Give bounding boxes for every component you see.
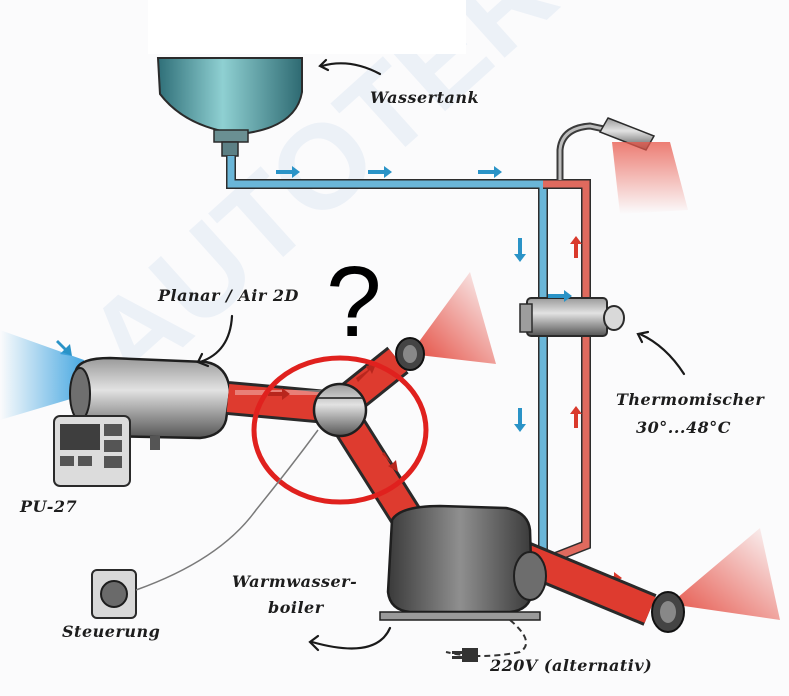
hot-air-outlet-bottom: [651, 528, 780, 633]
mixer-valve-icon: [519, 297, 625, 337]
shower-head-icon: [556, 117, 688, 214]
label-boiler-line2: boiler: [268, 598, 324, 617]
annotation-arrows: [196, 58, 686, 652]
label-water-tank: Wassertank: [370, 88, 480, 107]
power-cable: [445, 619, 528, 657]
label-mixer-line1: Thermomischer: [616, 390, 765, 409]
label-heater: Planar / Air 2D: [158, 286, 299, 305]
plug-icon: [452, 648, 478, 662]
label-controller: PU-27: [20, 497, 78, 516]
control-knob-icon: [91, 569, 137, 619]
question-mark: ?: [326, 246, 382, 358]
label-boiler-line1: Warmwasser-: [232, 572, 358, 591]
cold-air-intake: [0, 330, 84, 420]
flow-arrow-icon: [56, 166, 572, 432]
control-cable: [135, 429, 319, 591]
boiler-icon: [379, 504, 547, 621]
y-junction-icon: [312, 382, 368, 438]
label-power: 220V (alternativ): [490, 656, 653, 675]
label-mixer-line2: 30°...48°C: [636, 418, 731, 437]
label-control: Steuerung: [62, 622, 161, 641]
highlight-circle: [251, 355, 429, 505]
controller-panel-icon: [53, 415, 131, 487]
blank-panel: [148, 0, 466, 54]
hot-air-outlet-top: [395, 272, 496, 371]
water-tank-icon: [156, 57, 303, 157]
